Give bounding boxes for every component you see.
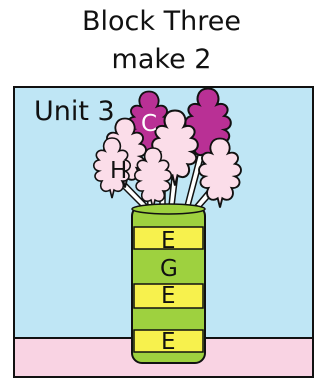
block-subtitle: make 2 <box>111 44 212 75</box>
piece-label-e-middle: E <box>161 283 176 309</box>
block-title: Block Three <box>82 6 241 37</box>
unit-label: Unit 3 <box>34 96 115 127</box>
piece-label-e-top: E <box>161 228 176 254</box>
piece-label-h: H <box>110 158 127 184</box>
piece-label-c: C <box>141 111 157 137</box>
quilt-unit-panel: C H E G E E Unit 3 <box>13 86 314 378</box>
piece-label-g: G <box>160 256 178 282</box>
vase-of-flowers-illustration: C H E G E E <box>15 88 312 376</box>
striped-vase <box>131 203 206 364</box>
piece-label-e-bottom: E <box>161 329 176 355</box>
